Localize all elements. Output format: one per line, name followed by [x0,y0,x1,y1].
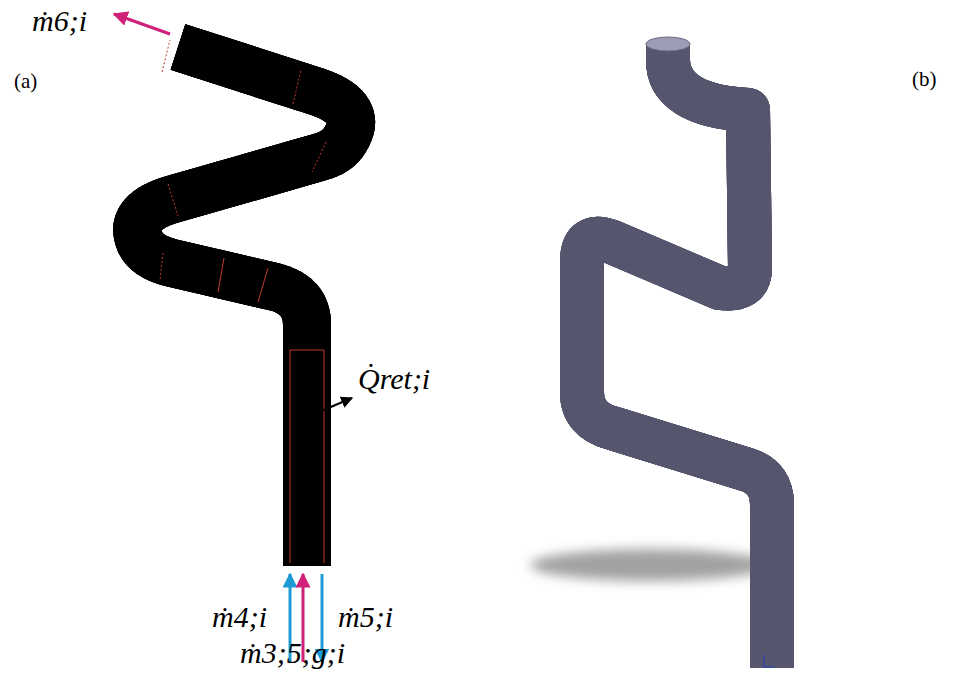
pipe-section [137,40,351,566]
flow-symbol: ṁ4;i [212,600,267,633]
panel-label: (b) [912,68,937,91]
heat-arrow [300,398,352,420]
flow-symbol: ṁ5;i [338,600,393,633]
flow-symbol: Q̇ret;i [358,362,430,395]
outflow-arrow [114,14,170,34]
pipe-3d [582,37,774,668]
flow-symbol: ṁ3;5;g;i [240,636,345,669]
flow-symbol: ṁ6;i [32,4,87,37]
pipe-shadow [530,549,770,581]
panel-label: (a) [14,70,37,93]
